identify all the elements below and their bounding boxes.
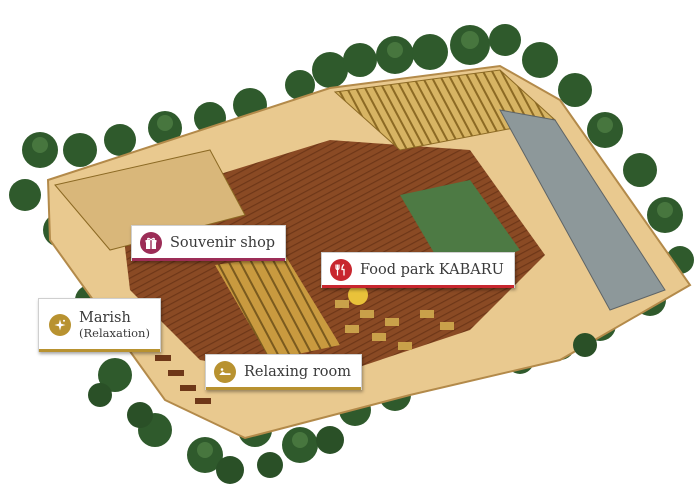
relaxing-room-text: Relaxing room (244, 364, 351, 380)
relaxing-accent-bar (206, 387, 361, 390)
trees-front (88, 333, 597, 484)
fork-knife-icon (330, 259, 352, 281)
souvenir-shop-text: Souvenir shop (170, 235, 276, 251)
marish-label[interactable]: Marish (Relaxation) (38, 298, 161, 352)
sparkle-icon (49, 314, 71, 336)
lounge-chair-icon (214, 361, 236, 383)
food-accent-bar (322, 285, 514, 288)
marish-subtext: (Relaxation) (79, 325, 150, 340)
food-park-label[interactable]: Food park KABARU (321, 252, 515, 288)
corridor-planks (215, 255, 340, 360)
souvenir-accent-bar (132, 258, 286, 261)
marish-text: Marish (79, 310, 131, 327)
souvenir-shop-label[interactable]: Souvenir shop (131, 225, 287, 261)
hall-floor (499, 109, 666, 311)
gift-icon (140, 232, 162, 254)
marish-accent-bar (39, 349, 160, 352)
trees-highlight (32, 31, 673, 458)
relaxing-room-label[interactable]: Relaxing room (205, 354, 362, 390)
food-park-text: Food park KABARU (360, 262, 504, 278)
lounge-chairs (155, 355, 211, 404)
food-court-tables (335, 300, 454, 350)
food-court-center (348, 285, 368, 305)
